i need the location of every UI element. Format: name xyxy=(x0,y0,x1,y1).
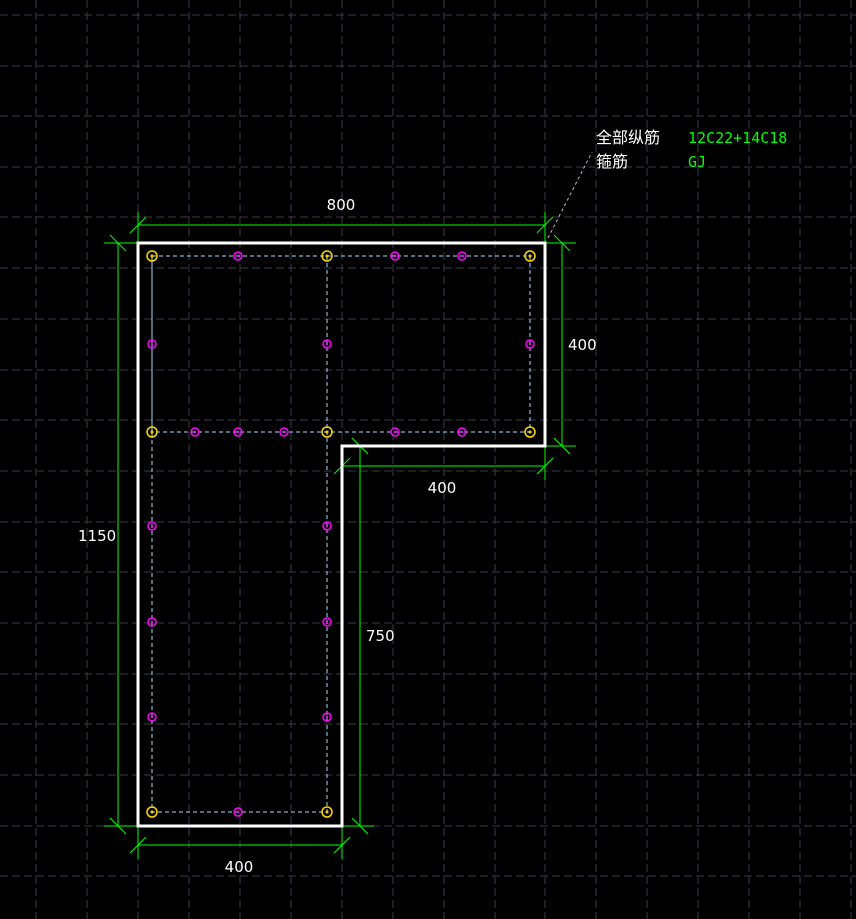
middle-rebar-dot xyxy=(460,430,464,434)
dimension-lines xyxy=(104,212,576,859)
corner-rebar[interactable] xyxy=(321,250,333,262)
middle-rebar[interactable] xyxy=(322,617,332,627)
middle-rebar-dot xyxy=(150,620,154,624)
middle-rebar[interactable] xyxy=(322,712,332,722)
middle-rebar[interactable] xyxy=(147,712,157,722)
middle-rebar-dot xyxy=(325,524,329,528)
middle-rebar-dot xyxy=(460,254,464,258)
middle-rebar[interactable] xyxy=(147,617,157,627)
dim-leg-text: 750 xyxy=(366,627,395,645)
corner-rebar[interactable] xyxy=(524,426,536,438)
stirrup-top-rect xyxy=(151,255,531,433)
stirrup-leg-rect xyxy=(151,255,328,813)
dim-notch-tick-right xyxy=(536,457,554,475)
middle-rebar[interactable] xyxy=(457,427,467,437)
middle-rebar-dot xyxy=(528,342,532,346)
corner-rebar[interactable] xyxy=(524,250,536,262)
middle-rebar-dot xyxy=(150,524,154,528)
middle-rebar[interactable] xyxy=(279,427,289,437)
corner-rebar-dot xyxy=(150,254,154,258)
middle-rebar-dot xyxy=(150,715,154,719)
dim-right-tick-top xyxy=(553,234,571,252)
annotation-leader xyxy=(547,151,593,239)
corner-rebar[interactable] xyxy=(146,806,158,818)
stirrup-label: 箍筋 xyxy=(596,152,628,171)
middle-rebar-dot xyxy=(325,715,329,719)
corner-rebar[interactable] xyxy=(146,250,158,262)
middle-rebar[interactable] xyxy=(525,339,535,349)
middle-rebar-dot xyxy=(282,430,286,434)
longitudinal-label: 全部纵筋 xyxy=(596,128,660,147)
middle-rebar[interactable] xyxy=(322,339,332,349)
dim-leg-tick-bottom xyxy=(351,817,369,835)
middle-rebar[interactable] xyxy=(190,427,200,437)
dim-left-tick-top xyxy=(109,234,127,252)
dim-bottom-tick-right xyxy=(333,836,351,854)
corner-rebar-dot xyxy=(325,254,329,258)
middle-rebar[interactable] xyxy=(390,251,400,261)
dim-top-tick-left xyxy=(129,216,147,234)
middle-rebar-dot xyxy=(325,342,329,346)
middle-rebar[interactable] xyxy=(147,339,157,349)
middle-rebar[interactable] xyxy=(322,521,332,531)
middle-rebar[interactable] xyxy=(147,521,157,531)
dim-top-tick-right xyxy=(536,216,554,234)
dim-top-text: 800 xyxy=(327,196,356,214)
corner-rebar-dot xyxy=(528,254,532,258)
middle-rebar-dot xyxy=(236,810,240,814)
middle-rebar-dot xyxy=(150,342,154,346)
section-outline[interactable] xyxy=(136,241,547,828)
corner-rebar-dot xyxy=(528,430,532,434)
middle-rebar-dot xyxy=(325,620,329,624)
middle-rebar[interactable] xyxy=(233,807,243,817)
middle-rebar[interactable] xyxy=(390,427,400,437)
dim-left-tick-bottom xyxy=(109,817,127,835)
corner-rebar-dot xyxy=(150,810,154,814)
dim-notch-text: 400 xyxy=(428,479,457,497)
stirrup-value: GJ xyxy=(688,153,706,171)
corner-rebar[interactable] xyxy=(321,806,333,818)
middle-rebar-dot xyxy=(236,254,240,258)
longitudinal-value: 12C22+14C18 xyxy=(688,129,787,147)
middle-rebar-dot xyxy=(393,430,397,434)
corner-rebar-dot xyxy=(150,430,154,434)
corner-rebar-dot xyxy=(325,810,329,814)
middle-rebar-dot xyxy=(193,430,197,434)
dim-right-tick-bottom xyxy=(553,437,571,455)
middle-rebar-dot xyxy=(393,254,397,258)
middle-rebar[interactable] xyxy=(233,427,243,437)
dim-right-text: 400 xyxy=(568,336,597,354)
corner-rebar-dot xyxy=(325,430,329,434)
corner-rebar[interactable] xyxy=(321,426,333,438)
dim-bottom-tick-left xyxy=(129,836,147,854)
rebar-layer xyxy=(146,250,536,818)
corner-rebar[interactable] xyxy=(146,426,158,438)
middle-rebar-dot xyxy=(236,430,240,434)
dim-left-text: 1150 xyxy=(78,527,116,545)
middle-rebar[interactable] xyxy=(233,251,243,261)
dim-bottom-text: 400 xyxy=(225,858,254,876)
middle-rebar[interactable] xyxy=(457,251,467,261)
